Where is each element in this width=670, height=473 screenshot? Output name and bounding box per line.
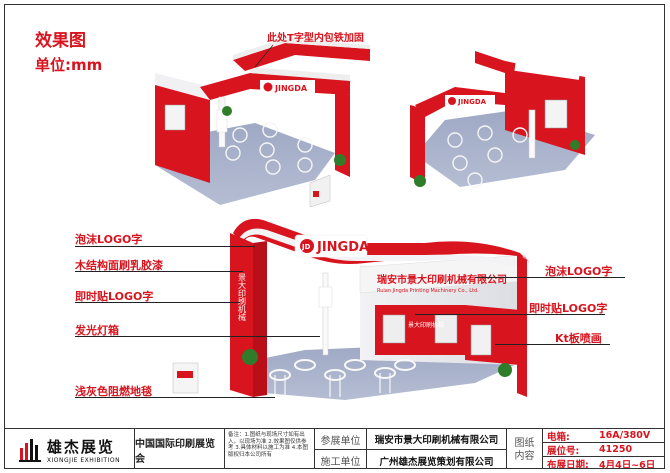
callout-left-2: 木结构面刷乳胶漆 — [75, 259, 163, 272]
xiongjie-logo-icon — [18, 439, 41, 462]
plant — [570, 140, 580, 150]
svg-text:JD: JD — [301, 243, 311, 251]
callout-top-line — [254, 44, 274, 68]
contractor-value: 广州雄杰展览策划有限公司 — [379, 456, 494, 468]
spec-table: 电箱:16A/380V 展位号:41250 布展日期:4月4日~6日 — [543, 429, 664, 469]
pillar-text: 景大印刷机械 — [238, 273, 247, 322]
light-column — [528, 109, 536, 159]
logo-circle-icon — [300, 239, 314, 253]
light-box — [318, 286, 333, 308]
plant — [222, 106, 232, 116]
tables-chairs-right — [447, 125, 528, 188]
unit-label: 单位:mm — [35, 56, 103, 74]
light-box — [216, 109, 228, 133]
logo-panel — [445, 95, 495, 107]
header-fascia — [155, 73, 210, 100]
render-view-right: JINGDA — [410, 51, 595, 188]
plant — [334, 154, 346, 166]
spec-power: 电箱:16A/380V — [543, 429, 664, 443]
logo-panel — [260, 80, 315, 94]
wall-text: 景大印刷机械 — [408, 321, 444, 329]
company-logo: 雄杰展览 XIONGJIE EXHIBITION — [5, 429, 135, 468]
remarks: 备注：1.图纸与现场尺寸如有出入，以现场为准 2.效果图仅供参考 3.具体材料以… — [225, 429, 315, 468]
logo-circle-icon — [448, 97, 456, 105]
unit-values: 瑞安市景大印刷机械有限公司 广州雄杰展览策划有限公司 — [367, 429, 507, 468]
arch-beam — [415, 87, 505, 117]
spec-booth-no: 展位号:41250 — [543, 443, 664, 457]
logo-name-cn: 雄杰展览 — [46, 438, 115, 456]
title-block-footer: 雄杰展览 XIONGJIE EXHIBITION 中国国际印刷展览会 备注：1.… — [5, 428, 664, 469]
unit-labels: 参展单位 施工单位 — [315, 429, 367, 468]
callout-right-2: 即时贴LOGO字 — [529, 302, 608, 315]
right-pillar — [517, 253, 527, 397]
callout-left-4: 发光灯箱 — [75, 324, 119, 337]
light-column — [322, 272, 329, 356]
logo-name-en: XIONGJIE EXHIBITION — [46, 457, 121, 464]
logo-text: JINGDA — [457, 98, 487, 106]
front-pillar — [410, 105, 425, 185]
title-block: 效果图 单位:mm — [35, 29, 102, 77]
callout-top: 此处T字型内包铁加固 — [267, 31, 364, 44]
drawing-sheet: 效果图 单位:mm — [4, 4, 665, 469]
company-sign-en: Ruian Jingda Printing Machinery Co., Ltd… — [377, 288, 479, 294]
kt-board-poster — [470, 324, 492, 356]
tables-chairs-main — [269, 359, 416, 381]
wall-poster — [164, 104, 186, 131]
logo-circle-icon — [263, 82, 273, 92]
display-panel — [382, 314, 406, 344]
exhibitor-label: 参展单位 — [315, 429, 366, 450]
logo-text: JINGDA — [274, 84, 308, 93]
logo-panel — [294, 234, 368, 258]
render-view-main: 景大印刷机械 瑞安市景大印刷机械有限公司 Ruian Jingda Printi… — [172, 218, 530, 400]
plant — [414, 175, 426, 187]
contractor-label: 施工单位 — [320, 457, 361, 468]
display-panel — [434, 314, 458, 344]
upper-beam — [233, 43, 370, 71]
fascia-sign — [514, 58, 581, 80]
project-name: 中国国际印刷展览会 — [135, 429, 225, 468]
callout-right-1: 泡沫LOGO字 — [545, 265, 613, 278]
company-sign: 瑞安市景大印刷机械有限公司 — [377, 273, 507, 286]
callout-right-3: Kt板喷画 — [555, 332, 602, 345]
tables-chairs-left — [225, 122, 313, 175]
plant — [498, 363, 512, 377]
callout-left-3: 即时贴LOGO字 — [75, 290, 154, 303]
spec-date: 布展日期:4月4日~6日 — [547, 460, 656, 469]
logo-text: JINGDA — [316, 240, 369, 255]
wall-poster — [544, 99, 568, 129]
plant — [242, 349, 258, 365]
exhibitor-value: 瑞安市景大印刷机械有限公司 — [367, 429, 506, 450]
drawing-content-label: 图纸内容 — [507, 429, 543, 468]
callout-left-1: 泡沫LOGO字 — [75, 233, 143, 246]
reception-counter — [309, 174, 331, 208]
render-view-left: JINGDA — [155, 38, 370, 208]
page-title: 效果图 — [35, 31, 86, 51]
booth-renderings: JINGDA 此处T字型内包铁加固 — [155, 31, 595, 400]
callout-left-5: 浅灰色阻燃地毯 — [75, 385, 152, 398]
